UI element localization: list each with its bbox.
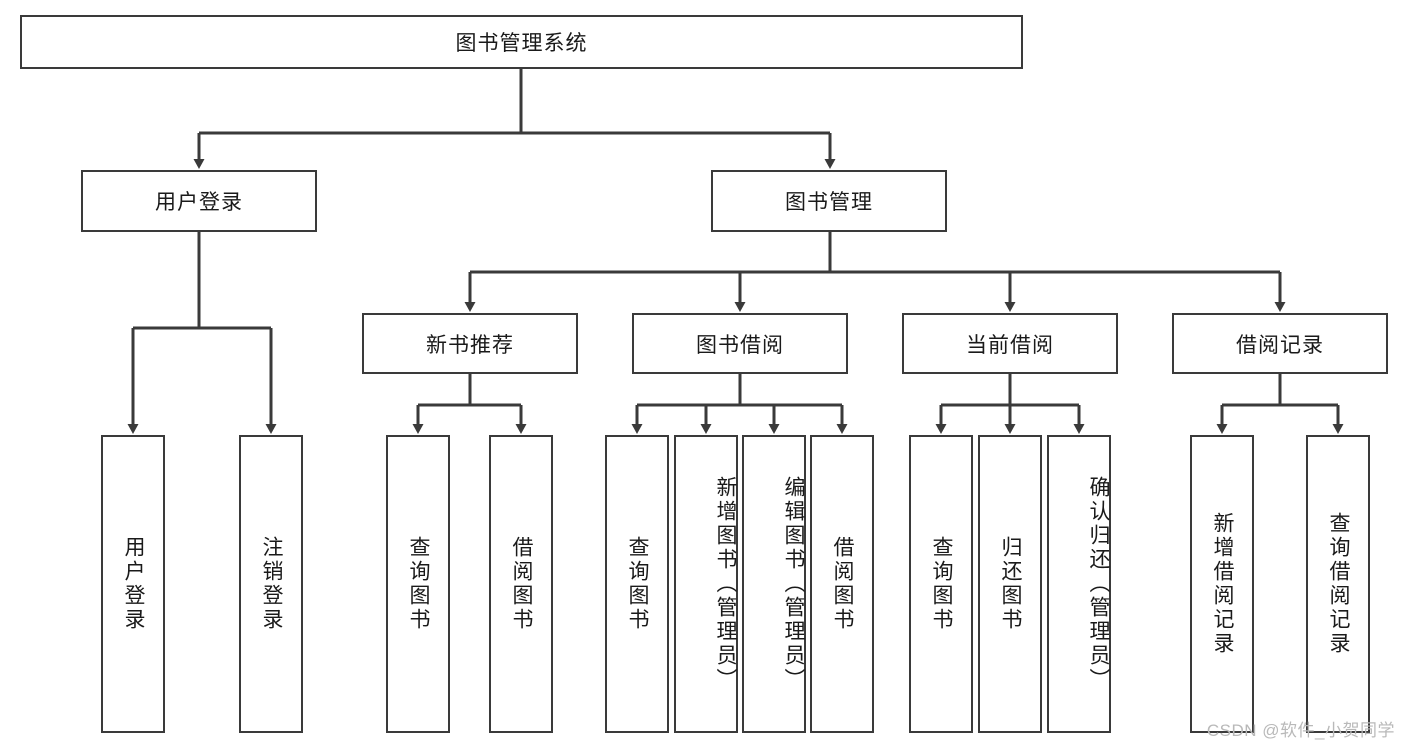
node-label: 当前借阅	[966, 333, 1054, 357]
leaf-recommend-borrow-book[interactable]: 借阅图书	[489, 435, 553, 733]
leaf-current-return-book[interactable]: 归还图书	[978, 435, 1042, 733]
node-book-management[interactable]: 图书管理	[711, 170, 947, 232]
node-new-book-recommend[interactable]: 新书推荐	[362, 313, 578, 374]
leaf-current-query-book[interactable]: 查询图书	[909, 435, 973, 733]
node-current-borrow[interactable]: 当前借阅	[902, 313, 1118, 374]
node-label: 查询图书	[626, 536, 650, 632]
leaf-borrow-edit-book-admin[interactable]: 编辑图书（管理员）	[742, 435, 806, 733]
node-borrow-records[interactable]: 借阅记录	[1172, 313, 1388, 374]
leaf-current-confirm-return-admin[interactable]: 确认归还（管理员）	[1047, 435, 1111, 733]
node-book-borrow[interactable]: 图书借阅	[632, 313, 848, 374]
node-label: 用户登录	[122, 536, 146, 632]
watermark-text: CSDN @软件_小贺同学	[1206, 721, 1395, 740]
node-label: 借阅图书	[510, 536, 534, 632]
leaf-recommend-query-book[interactable]: 查询图书	[386, 435, 450, 733]
leaf-user-login-login[interactable]: 用户登录	[101, 435, 165, 733]
node-label: 查询图书	[930, 536, 954, 632]
node-label: 用户登录	[155, 191, 243, 214]
node-label: 确认归还（管理员）	[1087, 476, 1110, 692]
node-root-book-management-system[interactable]: 图书管理系统	[20, 15, 1023, 69]
leaf-borrow-borrow-book[interactable]: 借阅图书	[810, 435, 874, 733]
node-label: 编辑图书（管理员）	[782, 476, 805, 692]
leaf-records-add-record[interactable]: 新增借阅记录	[1190, 435, 1254, 733]
node-label: 借阅记录	[1236, 333, 1324, 357]
node-label: 新增借阅记录	[1211, 512, 1235, 656]
node-label: 图书借阅	[696, 333, 784, 357]
leaf-records-query-record[interactable]: 查询借阅记录	[1306, 435, 1370, 733]
leaf-borrow-add-book-admin[interactable]: 新增图书（管理员）	[674, 435, 738, 733]
node-label: 新书推荐	[426, 333, 514, 357]
node-label: 新增图书（管理员）	[714, 476, 737, 692]
node-label: 图书管理	[785, 191, 873, 214]
node-label: 查询图书	[407, 536, 431, 632]
node-label: 查询借阅记录	[1327, 512, 1351, 656]
leaf-user-login-logout[interactable]: 注销登录	[239, 435, 303, 733]
node-label: 注销登录	[260, 536, 284, 632]
node-label: 归还图书	[999, 536, 1023, 632]
node-label: 借阅图书	[831, 536, 855, 632]
node-user-login[interactable]: 用户登录	[81, 170, 317, 232]
leaf-borrow-query-book[interactable]: 查询图书	[605, 435, 669, 733]
node-label: 图书管理系统	[455, 32, 588, 55]
